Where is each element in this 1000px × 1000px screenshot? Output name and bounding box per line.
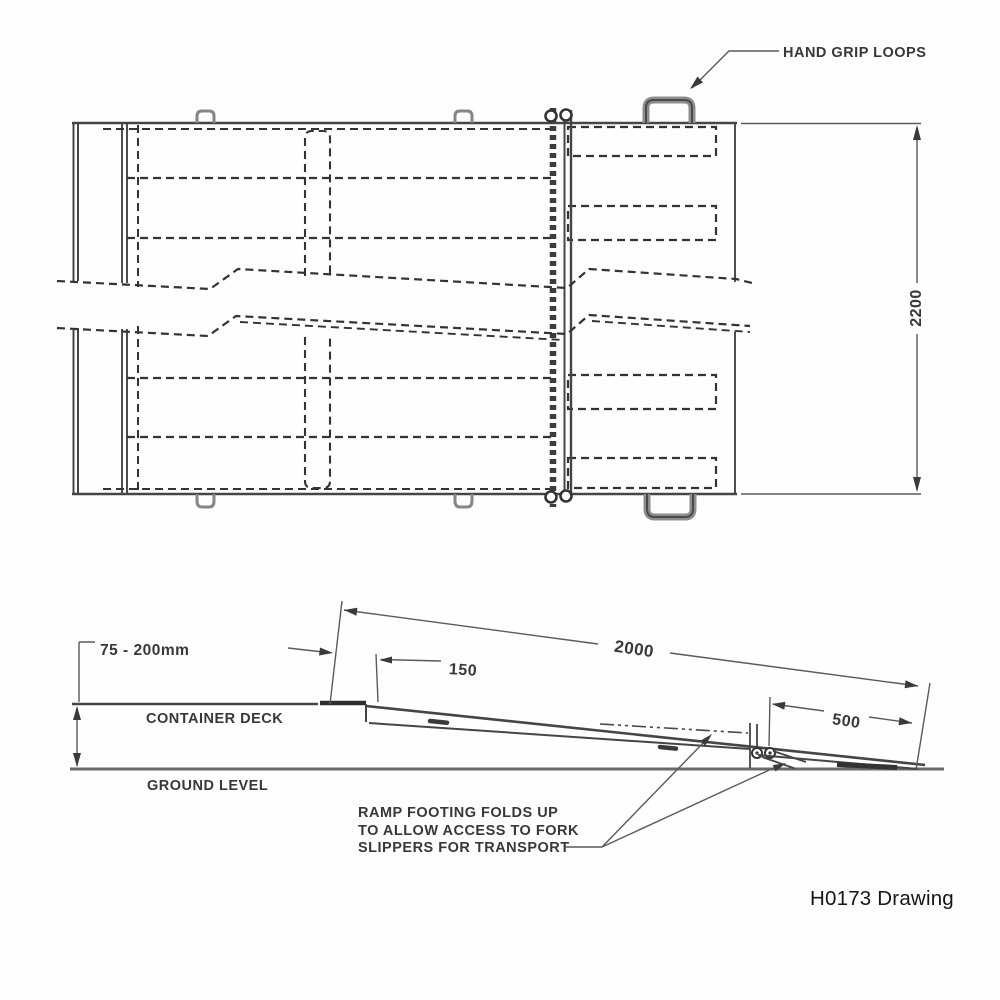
hinge-knuckle-icon: [544, 490, 558, 504]
dimension-2200-value: 2200: [908, 289, 925, 327]
arrowhead-icon: [379, 656, 392, 664]
extension-lines: [741, 122, 921, 495]
leader-lines: [565, 739, 779, 848]
hand-grip-loop-outline: [646, 494, 694, 518]
dimension-deck-height: 75 - 200mm: [73, 641, 333, 767]
leader-arrowhead-icon: [319, 647, 333, 656]
ramp-footing-deployed: [761, 750, 807, 770]
hinge-pin-center: [755, 751, 759, 755]
footing-note-line1: RAMP FOOTING FOLDS UP: [358, 805, 558, 821]
extension-line: [375, 653, 379, 703]
hand-grip-loops-callout: HAND GRIP LOOPS: [690, 45, 926, 89]
arrowhead-icon: [73, 706, 81, 720]
folded-footing-phantom-line: [599, 723, 749, 734]
hinge-knuckle-icon: [559, 108, 573, 122]
fork-slipper-pockets: [566, 125, 718, 490]
leader-line: [287, 647, 324, 653]
arrowhead-icon: [913, 125, 921, 140]
footing-note-line2: TO ALLOW ACCESS TO FORK: [358, 823, 579, 839]
ramp-side-rib: [368, 722, 751, 750]
hinge-knuckle-icon: [544, 109, 558, 123]
tab-icon: [453, 494, 474, 509]
dimension-500-value: 500: [831, 711, 861, 732]
hand-grip-loop-icon: [643, 494, 697, 521]
arrowhead-icon: [913, 477, 921, 492]
dimension-2000-value: 2000: [613, 637, 655, 662]
leader-arrowhead-icon: [690, 76, 703, 89]
ramp-footing-note: RAMP FOOTING FOLDS UP TO ALLOW ACCESS TO…: [358, 734, 786, 856]
footing-note-line3: SLIPPERS FOR TRANSPORT: [358, 840, 570, 856]
plan-hidden-rib-lines: [127, 176, 553, 439]
ground-foot-pad: [836, 762, 898, 770]
dimension-150-value: 150: [448, 661, 477, 680]
plan-view: [56, 96, 753, 521]
hand-grip-loop-outline: [645, 99, 693, 123]
plan-channel-slot-upper: [303, 129, 332, 276]
plan-break-line-lower: [56, 313, 751, 338]
drawing-caption: H0173 Drawing: [810, 887, 954, 910]
extension-line: [768, 696, 771, 747]
container-deck-label: CONTAINER DECK: [146, 711, 283, 727]
ground-level-label: GROUND LEVEL: [147, 778, 268, 794]
ramp-top-surface: [365, 704, 926, 767]
plan-break-line-upper: [56, 267, 753, 291]
dimension-2200: 2200: [741, 122, 925, 495]
leader-arrowhead-icon: [700, 734, 712, 746]
reference-bracket: [78, 641, 95, 702]
tab-icon: [195, 494, 216, 509]
plan-lip-joint-lines: [121, 123, 128, 494]
hand-grip-loops: [642, 96, 697, 521]
plan-left-lip-edge: [72, 123, 79, 494]
hinge-pin-center: [768, 751, 772, 755]
hand-grip-loops-label: HAND GRIP LOOPS: [783, 45, 926, 61]
hinge-line: [544, 108, 573, 507]
dimension-500: 500: [768, 696, 913, 747]
dimension-2000: 2000: [329, 600, 931, 771]
arrowhead-icon: [898, 717, 912, 726]
dimension-line: [343, 609, 919, 687]
arrowhead-icon: [772, 701, 786, 710]
footing-bracket: [749, 723, 758, 768]
deck-height-value: 75 - 200mm: [100, 642, 189, 659]
tab-icon: [453, 109, 474, 123]
plan-body-outline: [72, 121, 737, 496]
side-slot-icon: [427, 718, 679, 751]
leader-arrowhead-icon: [772, 763, 786, 772]
lifting-tabs: [195, 109, 474, 509]
extension-lines: [329, 600, 931, 771]
leader-line: [691, 50, 779, 89]
arrowhead-icon: [904, 680, 918, 689]
hand-grip-loop-icon: [642, 96, 696, 123]
tab-icon: [195, 109, 216, 123]
arrowhead-icon: [344, 607, 358, 616]
ramp-profile: [320, 700, 926, 770]
plan-hidden-inner-edges: [103, 127, 553, 491]
plan-channel-slot-lower: [303, 337, 332, 490]
plan-break-line-lower-double: [239, 320, 751, 341]
dimension-150: 150: [375, 653, 478, 703]
side-view: CONTAINER DECK GROUND LEVEL 75 - 200mm: [70, 600, 944, 856]
hinge-knuckle-icon: [559, 489, 573, 503]
arrowhead-icon: [73, 753, 81, 767]
